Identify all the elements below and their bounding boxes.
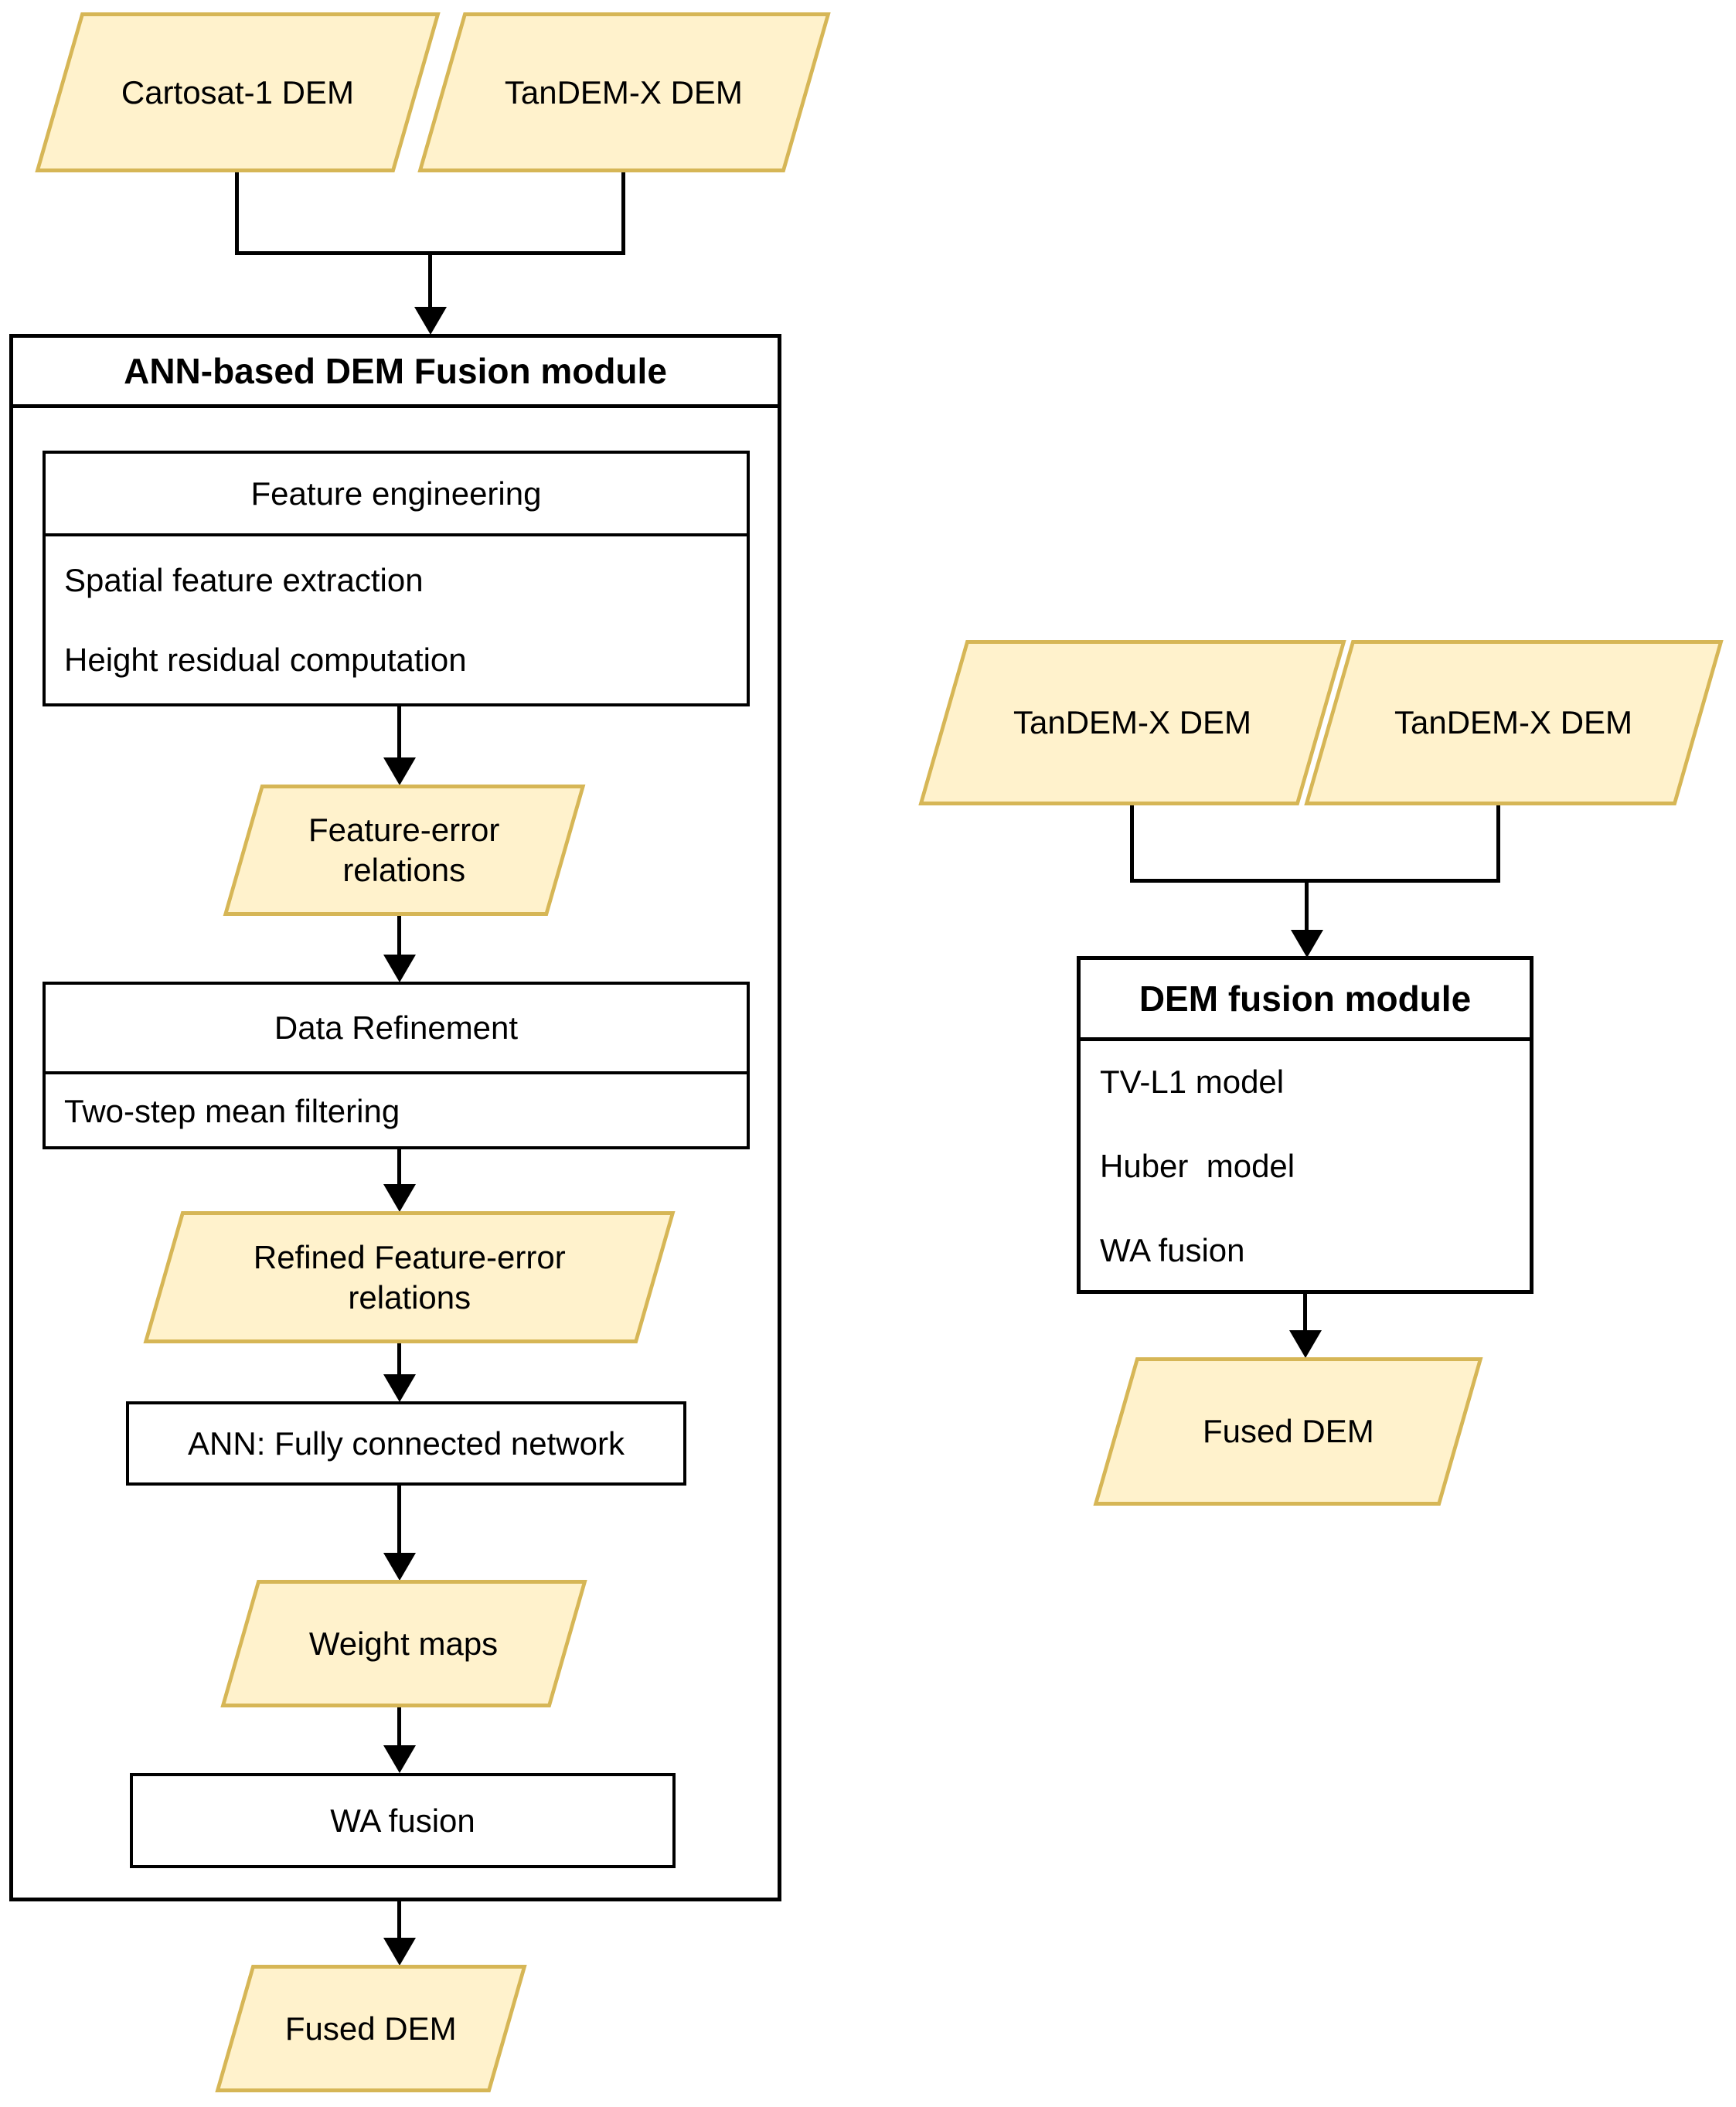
arrowhead-down [414,307,447,335]
refined-feature-error-line1: Refined Feature-error [253,1238,566,1275]
fused-dem-right-label: Fused DEM [1202,1413,1374,1449]
feature-engineering-title: Feature engineering [250,475,542,512]
connector-line [397,1343,401,1376]
feature-engineering-row-spatial: Spatial feature extraction [64,562,424,598]
right-input-tandemx-2-label: TanDEM-X DEM [1394,704,1633,740]
connector-line [1496,805,1500,883]
feature-engineering-separator [43,533,750,536]
connector-line [621,172,625,255]
arrowhead-down [1291,930,1323,958]
wa-fusion-label: WA fusion [330,1802,475,1839]
connector-line [397,1149,401,1186]
connector-line [397,1486,401,1554]
arrowhead-down [383,1745,416,1773]
ann-network-box [126,1401,686,1486]
data-refinement-separator [43,1071,750,1074]
connector-line [1305,883,1309,931]
arrowhead-down [383,1938,416,1966]
connector-line [397,1707,401,1747]
input-cartosat-dem-parallelogram: Cartosat-1 DEM [35,12,441,172]
right-input-tandemx-1-label: TanDEM-X DEM [1013,704,1252,740]
right-input-tandemx-2-parallelogram: TanDEM-X DEM [1304,640,1724,805]
fused-dem-left-parallelogram: Fused DEM [215,1965,527,2092]
connector-line [1130,879,1500,883]
fused-dem-right-parallelogram: Fused DEM [1093,1357,1483,1506]
refined-feature-error-parallelogram: Refined Feature-error relations [143,1211,676,1343]
connector-line [397,916,401,956]
weight-maps-label: Weight maps [309,1625,499,1662]
connector-line [397,1901,401,1939]
feature-error-line1: Feature-error [308,812,500,848]
connector-line [428,255,432,308]
arrowhead-down [383,1184,416,1212]
dem-fusion-row-tvl1: TV-L1 model [1100,1064,1285,1100]
weight-maps-parallelogram: Weight maps [220,1580,587,1707]
connector-line [235,251,625,255]
refined-feature-error-line2: relations [348,1278,471,1316]
fused-dem-left-label: Fused DEM [285,2010,457,2047]
feature-error-relations-label: Feature-error relations [308,810,499,890]
data-refinement-row-filtering: Two-step mean filtering [64,1093,400,1129]
input-tandemx-dem-label: TanDEM-X DEM [505,73,744,111]
data-refinement-title: Data Refinement [274,1009,519,1046]
connector-line [397,706,401,759]
feature-error-relations-parallelogram: Feature-error relations [223,785,586,916]
arrowhead-down [383,955,416,982]
feature-engineering-row-height: Height residual computation [64,642,467,678]
arrowhead-down [383,1374,416,1402]
dem-fusion-module-separator [1077,1037,1533,1041]
wa-fusion-box [130,1773,676,1868]
feature-engineering-box [43,451,750,706]
refined-feature-error-label: Refined Feature-error relations [254,1237,566,1318]
dem-fusion-module-box [1077,956,1533,1294]
arrowhead-down [1289,1330,1322,1358]
right-input-tandemx-1-parallelogram: TanDEM-X DEM [918,640,1346,805]
connector-line [235,172,239,255]
arrowhead-down [383,757,416,785]
feature-error-line2: relations [342,852,466,888]
connector-line [1303,1294,1307,1332]
arrowhead-down [383,1553,416,1581]
dem-fusion-row-huber: Huber model [1100,1148,1295,1184]
ann-module-title: ANN-based DEM Fusion module [124,351,667,391]
dem-fusion-row-wa: WA fusion [1100,1232,1245,1268]
input-tandemx-dem-parallelogram: TanDEM-X DEM [417,12,831,172]
input-cartosat-dem-label: Cartosat-1 DEM [121,73,355,111]
dem-fusion-module-title: DEM fusion module [1139,979,1472,1019]
ann-network-label: ANN: Fully connected network [188,1425,625,1462]
ann-module-title-separator [9,404,781,408]
data-refinement-box [43,982,750,1149]
connector-line [1130,805,1134,883]
